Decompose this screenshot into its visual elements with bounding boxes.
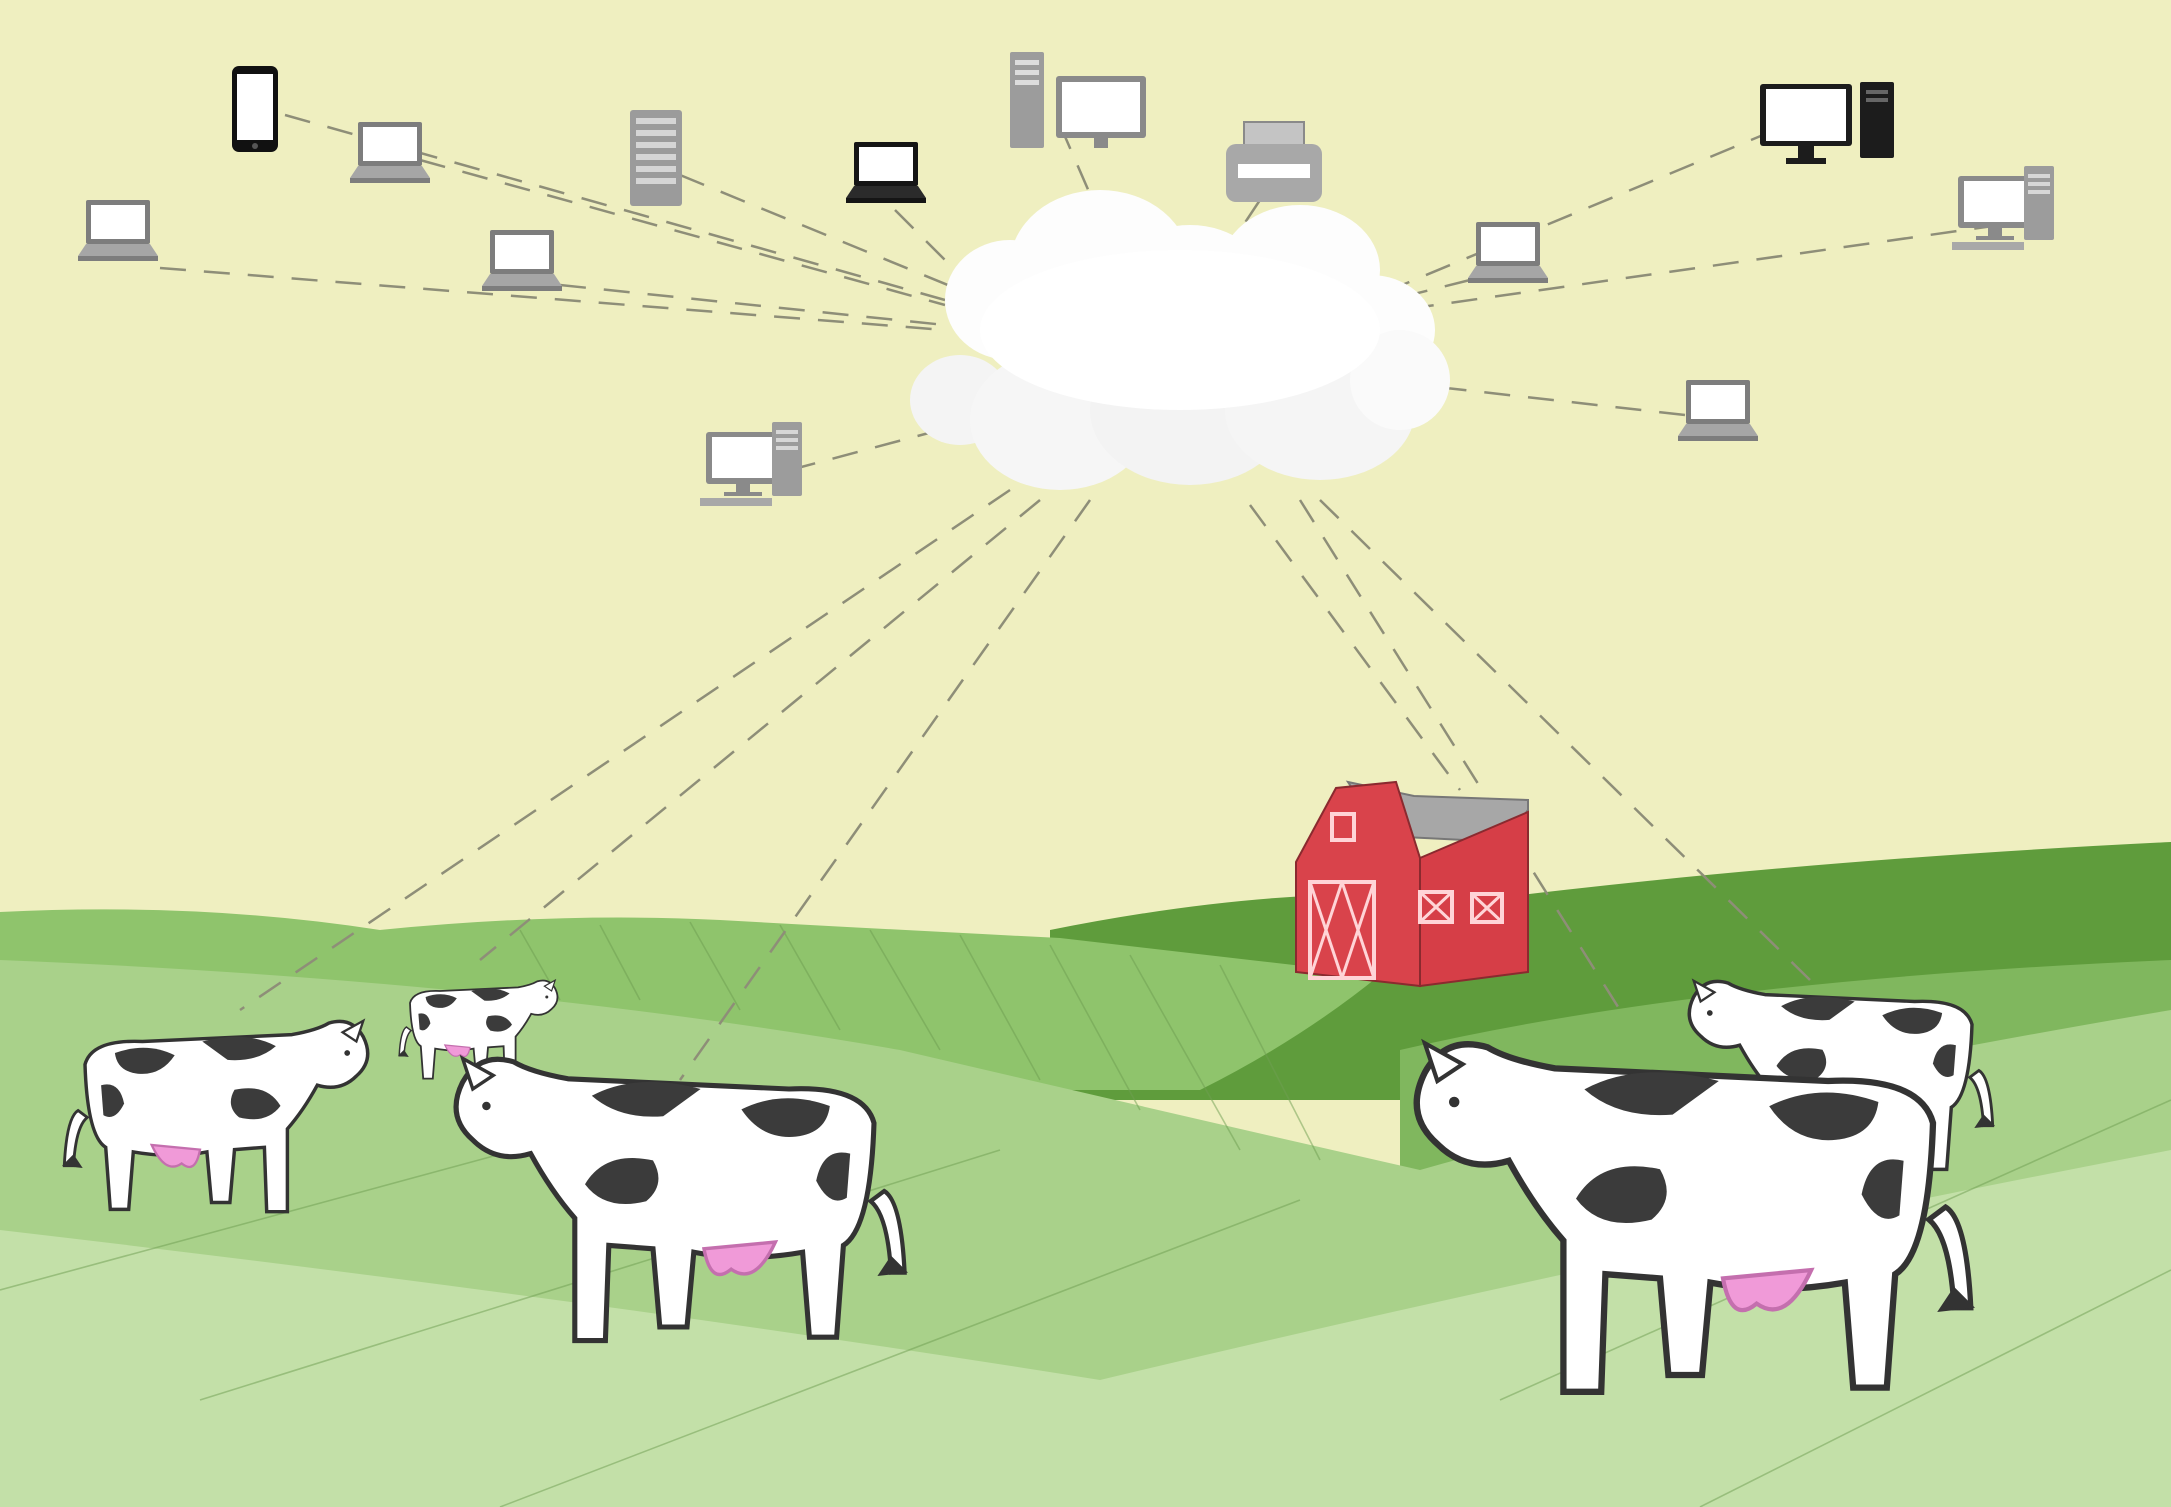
laptop-icon — [78, 200, 158, 261]
laptop-icon — [350, 122, 430, 183]
smartphone-icon — [232, 66, 278, 152]
laptop-icon — [846, 142, 926, 203]
laptop-icon — [1468, 222, 1548, 283]
laptop-icon — [1678, 380, 1758, 441]
laptop-icon — [482, 230, 562, 291]
barn-icon — [1296, 782, 1528, 986]
server-icon — [630, 110, 682, 206]
